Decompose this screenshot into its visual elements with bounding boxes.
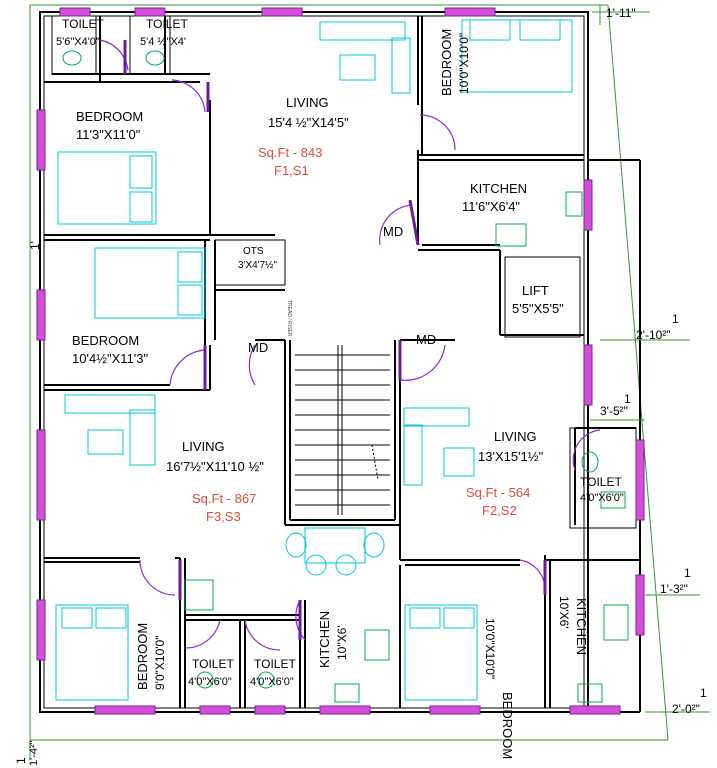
main-door-label-3: MD [416, 332, 437, 347]
fixtures [62, 50, 629, 703]
dim-6-top: 1 [700, 686, 707, 700]
living-left-size: 16'7½"X11'10 ½" [166, 459, 264, 474]
living-top-size: 15'4 ½"X14'5" [268, 115, 349, 130]
kitchen-se-name: KITCHEN [574, 598, 589, 656]
main-door-label-1: MD [383, 224, 404, 239]
bedroom-se-size: 10'0"X10'0" [483, 618, 497, 680]
dim-5-top: 1 [684, 566, 691, 580]
living-top-floors: F1,S1 [274, 163, 309, 178]
living-right-sqft: Sq.Ft - 564 [466, 485, 531, 500]
interior-walls [44, 15, 640, 708]
dim-top-right: 1'-11" [606, 6, 636, 20]
bedroom-ne-name: BEDROOM [439, 28, 454, 96]
living-right-floors: F2,S2 [482, 503, 517, 518]
dim-4-top: 1 [624, 392, 631, 406]
living-right-name: LIVING [494, 429, 537, 444]
kitchen-s-size: 10"X6' [335, 625, 349, 660]
site-boundary [29, 4, 669, 760]
ots-name: OTS [243, 246, 264, 257]
kitchen-se-size: 10'X6' [557, 596, 571, 629]
bedroom-w-size: 10'4½"X11'3" [72, 351, 149, 366]
dim-3-top: 1 [672, 312, 679, 326]
stair-note: TREAD / RISER [286, 300, 292, 337]
bedroom-w-name: BEDROOM [72, 333, 140, 348]
living-left-sqft: Sq.Ft - 867 [192, 491, 257, 506]
toilet2-name: TOILET [146, 17, 188, 31]
bedroom-se-name: BEDROOM [500, 692, 515, 760]
toilet-s2-name: TOILET [254, 657, 296, 671]
lift-name: LIFT [522, 283, 549, 298]
toilet1-name: TOILET [62, 17, 104, 31]
dimension-lines [590, 11, 710, 713]
bedroom-nw-size: 11'3"X11'0" [76, 127, 141, 142]
kitchen-s-name: KITCHEN [317, 610, 332, 668]
bedroom-nw-name: BEDROOM [76, 109, 144, 124]
toilet-s2-size: 4'0"X6'0" [250, 676, 294, 688]
living-top-sqft: Sq.Ft - 843 [258, 145, 323, 160]
staircase [295, 345, 390, 515]
bedroom-sw-name: BEDROOM [135, 622, 150, 690]
toilet-e-size: 4'0"X6'0" [580, 492, 624, 504]
toilet-e-name: TOILET [580, 475, 622, 489]
dim-6: 2'-0²" [672, 702, 700, 716]
dim-5: 1'-3²" [660, 582, 688, 596]
kitchen-ne-name: KITCHEN [470, 181, 528, 196]
dim-3: 2'-10²" [636, 328, 671, 342]
kitchen-ne-size: 11'6"X6'4" [462, 199, 521, 214]
toilet-s1-name: TOILET [192, 657, 234, 671]
living-left-floors: F3,S3 [206, 509, 241, 524]
furniture [55, 19, 573, 701]
bedroom-sw-size: 9'0"X10'0" [153, 635, 167, 690]
dim-left: 1' [28, 241, 42, 250]
ots-size: 3'X4'7½" [238, 260, 278, 271]
dim-7: 1'-4²" [28, 740, 40, 766]
living-left-name: LIVING [182, 439, 225, 454]
toilet-s1-size: 4'0"X6'0" [188, 676, 232, 688]
dim-7-top: 1 [14, 757, 28, 764]
living-right-size: 13'X15'1½" [478, 449, 544, 464]
toilet1-size: 5'6"X4'0" [56, 36, 100, 48]
bedroom-ne-size: 10'0"X10'0" [457, 32, 471, 94]
door-swings [99, 39, 601, 651]
windows [36, 7, 645, 715]
living-top-name: LIVING [286, 95, 329, 110]
lift-size: 5'5"X5'5" [512, 301, 564, 316]
dim-4: 3'-5²" [600, 404, 628, 418]
main-door-label-2: MD [248, 340, 269, 355]
toilet2-size: 5'4 ½"X4' [140, 36, 187, 48]
door-leaves [123, 40, 547, 640]
